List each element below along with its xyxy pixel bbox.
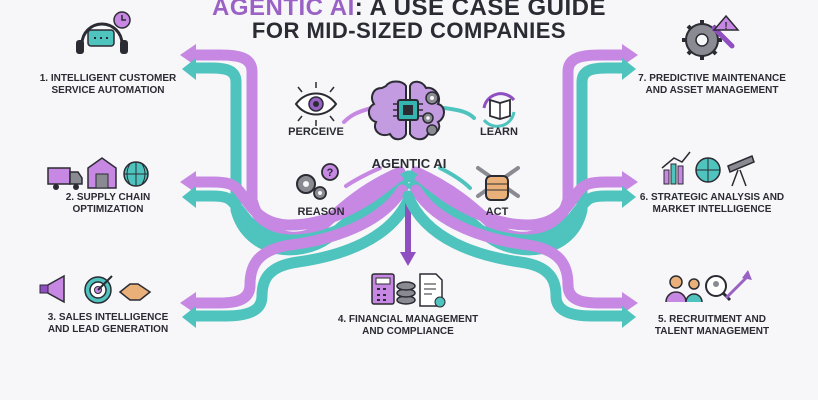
flow-arrow-case-5-teal [402,190,628,322]
use-case-4-line2: AND COMPLIANCE [362,326,454,337]
people-magnifier-icon [665,270,752,303]
capability-act-label: ACT [485,206,509,218]
use-case-1-label: 1. INTELLIGENT CUSTOMER SERVICE AUTOMATI… [18,73,198,97]
connector-learn [442,106,476,120]
flow-arrow-case-3-purple [190,184,408,309]
connector-perceive [342,106,374,124]
flow-arrow-case-6-teal [408,180,628,246]
chart-globe-telescope-icon [661,151,755,187]
flow-arrow-case-2-purple [190,174,404,231]
use-case-3-label: 3. SALES INTELLIGENCE AND LEAD GENERATIO… [18,312,198,336]
arrowhead-case-5-purple [622,292,638,314]
use-case-4-line1: 4. FINANCIAL MANAGEMENT [337,314,479,325]
page-title: AGENTIC AI: A USE CASE GUIDE [0,0,818,22]
use-case-3-line2: AND LEAD GENERATION [47,324,169,335]
megaphone-target-handshake-icon [39,274,152,304]
arrowhead-case-5-teal [622,306,636,328]
arrowhead-case-7-teal [622,58,636,80]
arrowhead-case-2-teal [182,186,196,208]
book-cycle-icon [482,92,516,128]
capability-reason-label: REASON [297,206,345,218]
use-case-6-line1: 6. STRATEGIC ANALYSIS AND [639,192,785,203]
arrowhead-case-7-purple [622,44,638,66]
use-case-1-line2: SERVICE AUTOMATION [51,85,165,96]
title-rest: : A USE CASE GUIDE [354,0,607,21]
use-case-2-line2: OPTIMIZATION [72,204,144,215]
use-case-5-label: 5. RECRUITMENT AND TALENT MANAGEMENT [620,314,804,338]
arrowhead-case-6-purple [622,171,638,193]
use-case-7-line1: 7. PREDICTIVE MAINTENANCE [638,73,786,84]
gears-question-icon: ? [296,163,339,200]
use-case-2-label: 2. SUPPLY CHAIN OPTIMIZATION [18,192,198,216]
connector-reason [344,166,382,188]
flow-arrow-case-2-teal [190,180,410,246]
brain-chip-icon [368,80,445,141]
use-case-5-line1: 5. RECRUITMENT AND [658,314,766,325]
capability-learn-label: LEARN [480,126,518,138]
svg-text:?: ? [327,167,334,179]
use-case-2-line1: 2. SUPPLY CHAIN [65,192,151,203]
eye-icon [294,82,338,126]
page-subtitle: FOR MID-SIZED COMPANIES [251,18,567,43]
use-case-7-line2: AND ASSET MANAGEMENT [645,85,779,96]
use-case-5-line2: TALENT MANAGEMENT [654,326,770,337]
arrowhead-case-6-teal [622,186,636,208]
flow-arrow-case-6-purple [414,174,628,231]
svg-text:!: ! [724,21,727,32]
use-case-7-label: 7. PREDICTIVE MAINTENANCE AND ASSET MANA… [620,73,804,97]
calculator-coins-document-icon [371,273,446,308]
headset-chat-icon [76,11,131,54]
gear-wrench-warning-icon: ! [682,14,740,60]
use-case-3-line1: 3. SALES INTELLIGENCE [47,312,169,323]
use-case-4-label: 4. FINANCIAL MANAGEMENT AND COMPLIANCE [318,314,498,338]
use-case-6-label: 6. STRATEGIC ANALYSIS AND MARKET INTELLI… [620,192,804,216]
arrowhead-case-1-purple [180,44,196,66]
fist-tools-icon [476,166,520,201]
arrowhead-case-2-purple [180,171,196,193]
arrowhead-case-1-teal [182,58,196,80]
center-label: AGENTIC AI [371,156,447,171]
arrowhead-case-3-purple [180,292,196,314]
truck-warehouse-globe-icon [47,157,149,190]
flow-arrow-case-3-teal [190,190,416,322]
arrowhead-case-4 [400,252,416,266]
capability-perceive-label: PERCEIVE [288,126,344,138]
arrowhead-case-3-teal [182,306,196,328]
use-case-1-line1: 1. INTELLIGENT CUSTOMER [39,73,177,84]
flow-arrow-case-5-purple [410,184,628,309]
title-accent: AGENTIC AI [211,0,355,21]
connector-act [438,166,472,190]
use-case-6-line2: MARKET INTELLIGENCE [652,204,772,215]
